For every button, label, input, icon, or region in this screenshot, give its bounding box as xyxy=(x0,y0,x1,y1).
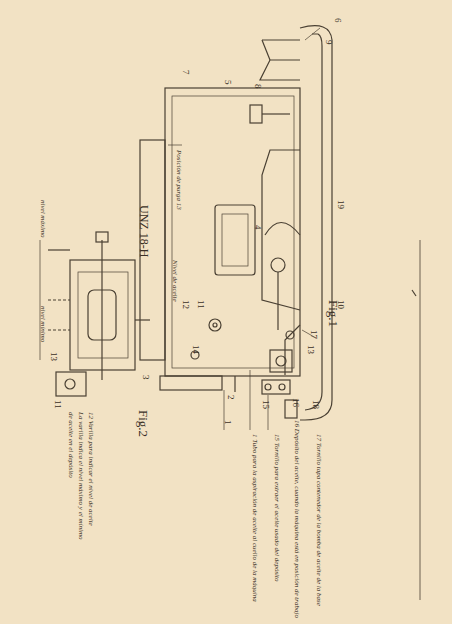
callout-number: 19 xyxy=(336,200,345,209)
note-label: 16 Depósito del aceite, cuando la máquin… xyxy=(293,420,300,618)
callout-number: 13 xyxy=(306,345,315,354)
note-label: 1 Tubo para la aspiración de aceite al c… xyxy=(251,434,258,602)
callout-number: 7 xyxy=(181,70,190,75)
note-label: La varilla indica el nivel máximo y el m… xyxy=(77,412,84,540)
note-label: 12 Varilla para indicar el nivel de acei… xyxy=(87,412,94,526)
note-label: nivel mínimo xyxy=(39,306,46,342)
callout-number: 4 xyxy=(253,225,262,230)
callout-number: 10 xyxy=(336,300,345,309)
callout-number: 17 xyxy=(309,330,318,339)
callout-number: 15 xyxy=(261,400,270,409)
callout-number: 13 xyxy=(49,352,58,361)
note-label: Posición de purga 13 xyxy=(175,150,182,210)
callout-number: 11 xyxy=(53,400,62,409)
callout-number: 1 xyxy=(223,420,232,425)
note-label: de aceite en el depósito xyxy=(67,412,74,478)
callout-number: 6 xyxy=(333,18,342,23)
callout-number: 9 xyxy=(324,40,333,45)
note-label: 17 Tornillo tapa contenedor de la bomba … xyxy=(315,434,322,606)
callout-number: 16 xyxy=(291,398,300,407)
note-label: 15 Tornillo para extraer el aceite usado… xyxy=(273,434,280,582)
callout-number: 14 xyxy=(191,345,200,354)
callout-number: 2 xyxy=(226,395,235,400)
note-label: nivel máximo xyxy=(39,200,46,238)
note-label: UNZ 18-H xyxy=(138,205,150,257)
callout-number: 8 xyxy=(253,84,262,89)
note-label: Nivel de aceite xyxy=(171,260,178,302)
callout-number: 11 xyxy=(196,300,205,309)
callout-number: 5 xyxy=(223,80,232,85)
callout-number: 12 xyxy=(181,300,190,309)
callout-number: 18 xyxy=(311,400,320,409)
callout-number: 3 xyxy=(141,375,150,380)
note-label: Fig.2 xyxy=(137,410,150,437)
